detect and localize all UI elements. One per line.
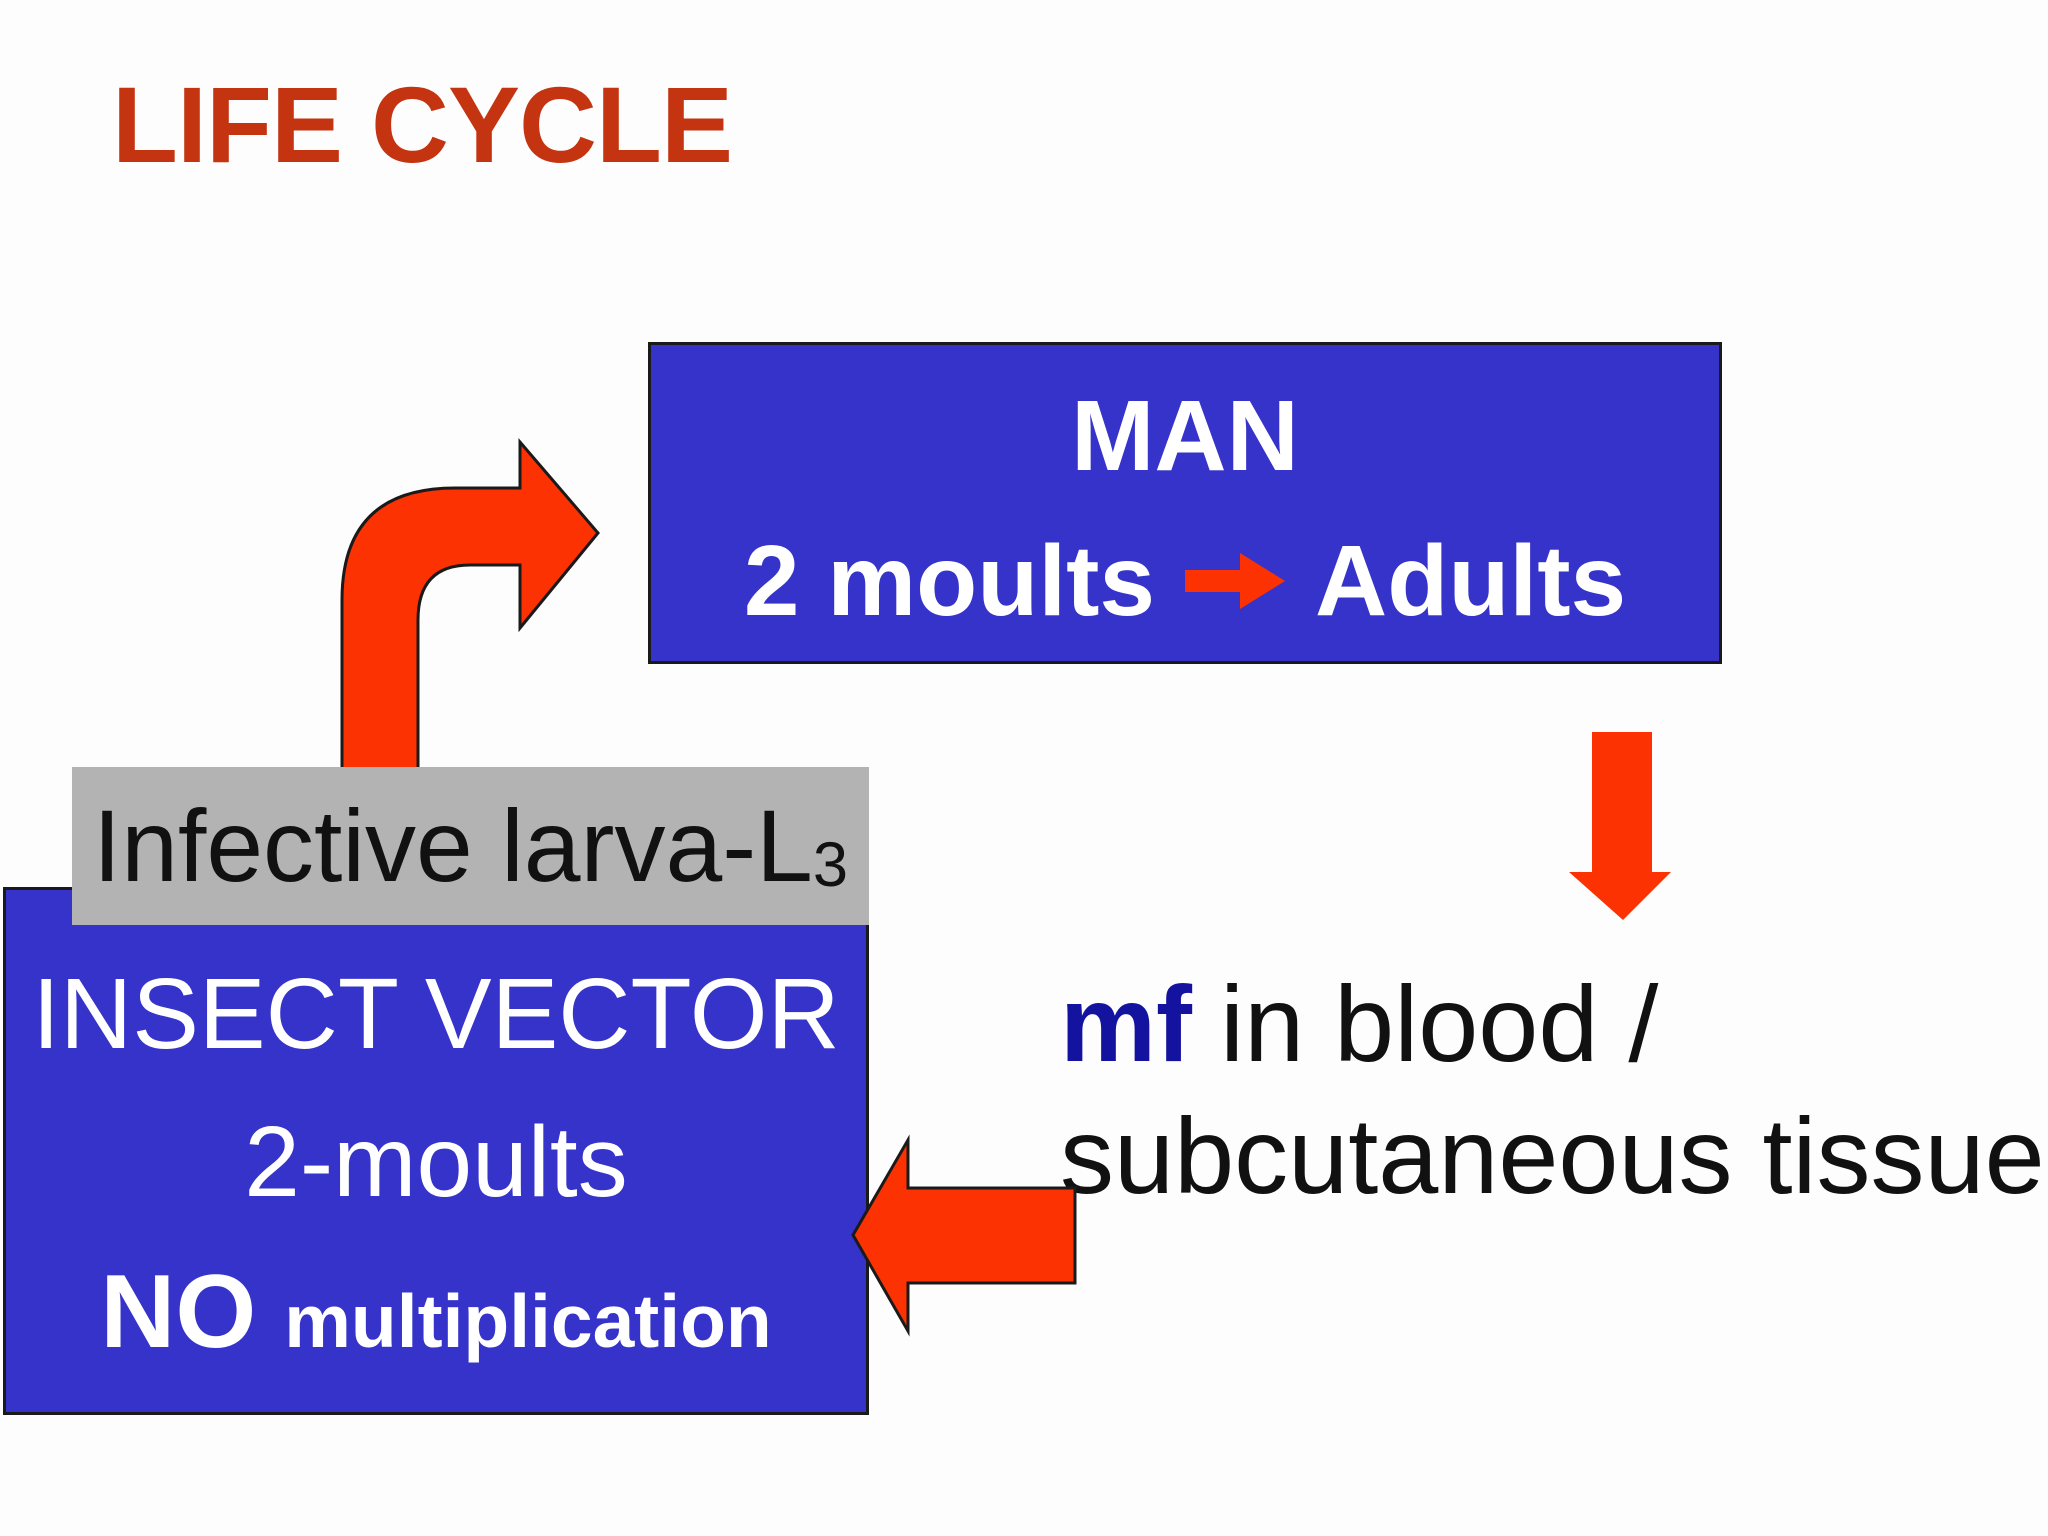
adults-label: Adults xyxy=(1315,524,1627,637)
mf-line1-rest: in blood / xyxy=(1220,963,1659,1084)
man-box: MAN 2 moults Adults xyxy=(648,342,1722,664)
infective-larva-text: Infective larva-L xyxy=(92,789,813,903)
mf-to-insect-vector-arrow xyxy=(851,1134,1077,1337)
no-label: NO xyxy=(100,1254,257,1370)
left-arrow-shape xyxy=(851,1134,1077,1337)
down-arrow-shape xyxy=(1569,732,1671,920)
mf-label: mf xyxy=(1060,963,1192,1084)
insect-vector-moults: 2-moults xyxy=(244,1106,628,1218)
page-title: LIFE CYCLE xyxy=(112,64,733,185)
insect-vector-box: INSECT VECTOR 2-moults NO multiplication xyxy=(3,887,869,1415)
man-box-title: MAN xyxy=(1071,379,1299,492)
mf-line2: subcutaneous tissue xyxy=(1060,1094,2045,1216)
moults-label: 2 moults xyxy=(743,524,1156,637)
moults-to-adults-arrow xyxy=(1185,552,1286,609)
elbow-arrow-shape xyxy=(340,437,600,774)
inline-arrow-shape xyxy=(1185,552,1286,609)
man-box-subtitle: 2 moults Adults xyxy=(744,531,1626,631)
infective-larva-subscript: 3 xyxy=(812,830,849,901)
man-to-mf-arrow xyxy=(1569,732,1671,920)
insect-vector-title: INSECT VECTOR xyxy=(32,958,840,1070)
multiplication-label: multiplication xyxy=(284,1279,772,1363)
larva-to-man-arrow xyxy=(340,437,600,774)
insect-vector-multiplication: NO multiplication xyxy=(100,1260,772,1364)
